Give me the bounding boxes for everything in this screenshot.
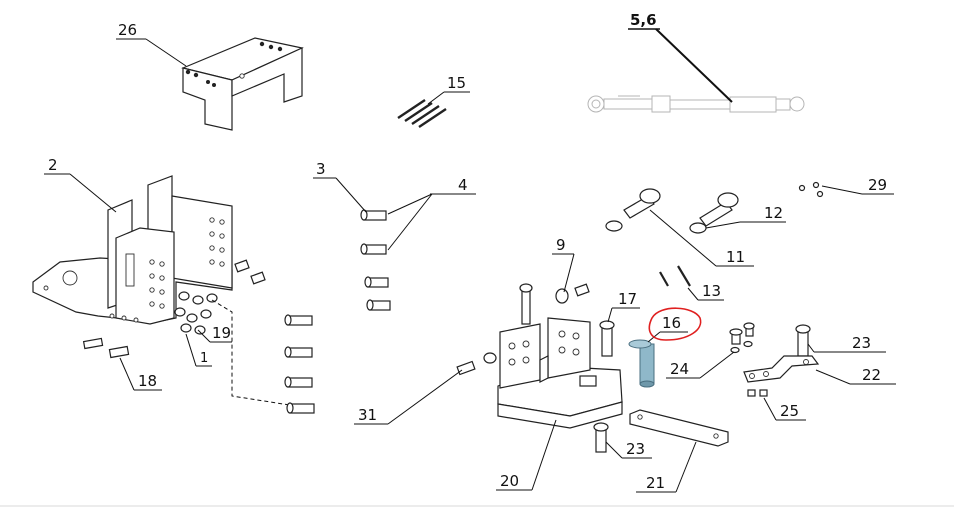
part-31-pin (456, 352, 497, 376)
callout-11-label: 11 (726, 248, 745, 266)
callout-23-bottom-label: 23 (626, 440, 645, 458)
callout-15: 15 (427, 74, 470, 105)
callout-24: 24 (666, 351, 735, 379)
callout-21-label: 21 (646, 474, 665, 492)
callout-31-label: 31 (358, 406, 377, 424)
callout-4: 4 (387, 176, 476, 251)
callout-1: 1 (185, 299, 297, 407)
part-17-pin (599, 320, 615, 357)
callout-11: 11 (649, 209, 754, 267)
callout-13: 13 (687, 282, 724, 301)
callout-12: 12 (705, 204, 786, 229)
part-23-right-pin (795, 324, 811, 357)
callout-4-label: 4 (458, 176, 468, 194)
callout-3: 3 (313, 160, 367, 213)
callout-5-6: 5,6 (628, 11, 733, 103)
callout-29: 29 (821, 176, 894, 195)
part-13-cotter-pins (659, 265, 691, 287)
callout-22-label: 22 (862, 366, 881, 384)
part-26-cover-bracket (181, 37, 304, 131)
part-2-main-frame (32, 175, 233, 325)
callout-17-label: 17 (618, 290, 637, 308)
callout-3-label: 3 (316, 160, 326, 178)
part-20-hitch-assembly (497, 283, 623, 429)
callout-29-label: 29 (868, 176, 887, 194)
part-5-6-top-link (587, 95, 805, 113)
part-11-pin (605, 188, 661, 232)
part-19-washers (174, 291, 218, 335)
part-15-pins (397, 99, 447, 128)
callout-2-label: 2 (48, 156, 58, 174)
highlight-circle (648, 307, 702, 341)
part-bolts-column-right (284, 314, 315, 414)
callout-1-label: 1 (200, 351, 208, 366)
part-21-drawbar (629, 409, 729, 447)
part-25-nuts (747, 389, 768, 397)
callout-16: 16 (647, 307, 702, 343)
callout-13-label: 13 (702, 282, 721, 300)
callout-5-6-label: 5,6 (630, 11, 657, 29)
callout-15-label: 15 (447, 74, 466, 92)
callout-22: 22 (815, 366, 896, 385)
part-12-pin (689, 192, 739, 234)
part-16-highlighted-pin (628, 339, 655, 388)
callout-20-label: 20 (500, 472, 519, 490)
callout-31: 31 (354, 369, 463, 425)
part-29-nuts (798, 181, 824, 198)
part-22-link-bracket (743, 355, 820, 383)
callout-2: 2 (44, 156, 117, 213)
callout-9-label: 9 (556, 236, 566, 254)
part-9-lynch-pin (555, 283, 590, 304)
callout-23-right-label: 23 (852, 334, 871, 352)
callout-16-label: 16 (662, 314, 681, 332)
callout-25-label: 25 (780, 402, 799, 420)
callout-23-bottom: 23 (605, 440, 652, 459)
callout-21: 21 (636, 441, 697, 493)
callout-18-label: 18 (138, 372, 157, 390)
callout-19-label: 19 (212, 324, 231, 342)
callout-9: 9 (552, 236, 575, 293)
callout-24-label: 24 (670, 360, 689, 378)
callout-26: 26 (116, 21, 187, 67)
callout-25: 25 (763, 397, 806, 421)
callout-23-right: 23 (807, 334, 886, 353)
callout-17: 17 (607, 290, 640, 323)
callout-18: 18 (119, 357, 162, 391)
callout-20: 20 (496, 419, 557, 491)
callout-26-label: 26 (118, 21, 137, 39)
callout-19: 19 (197, 324, 232, 343)
callout-12-label: 12 (764, 204, 783, 222)
part-24-bolts (729, 322, 755, 354)
part-2-side-bolts (234, 259, 266, 285)
part-23-bottom-pin (593, 422, 609, 453)
part-3-4-bolts (360, 209, 391, 311)
part-18-bolts (82, 337, 130, 359)
